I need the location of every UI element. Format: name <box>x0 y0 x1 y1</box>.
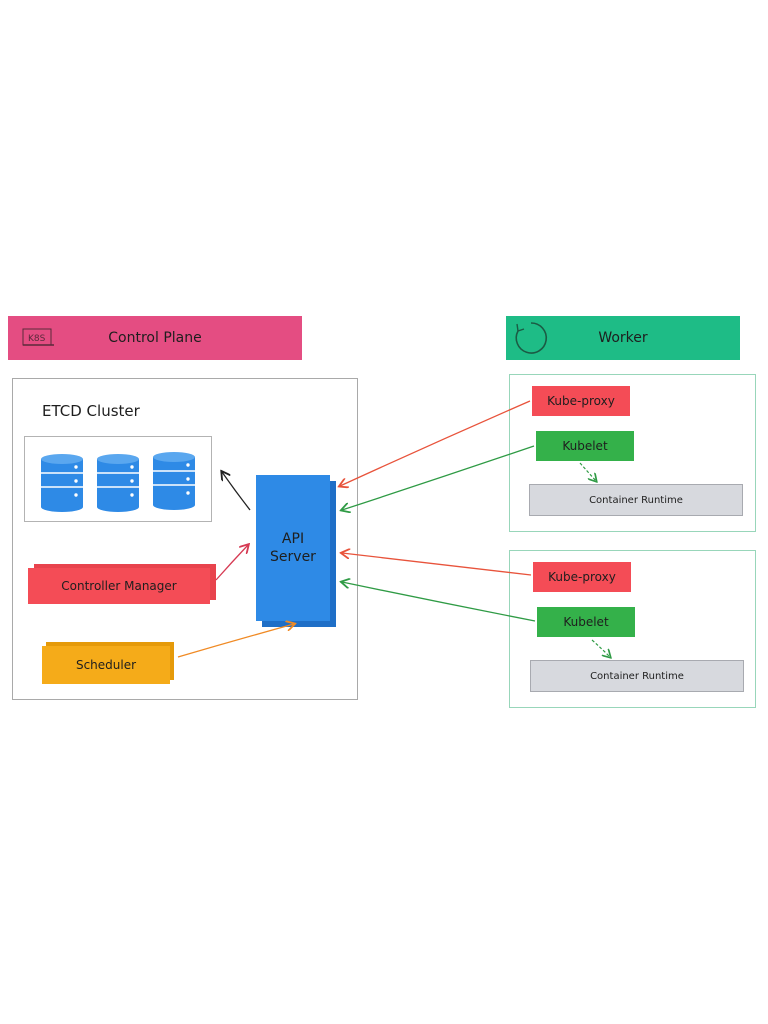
control-plane-title: Control Plane <box>108 330 202 346</box>
container-runtime-1: Container Runtime <box>529 484 743 516</box>
database-icon <box>41 454 83 512</box>
container-runtime-1-label: Container Runtime <box>589 494 683 506</box>
arrow-kubelet-1-to-api <box>342 445 535 510</box>
kube-proxy-2-label: Kube-proxy <box>548 570 616 584</box>
control-plane-banner: K8S Control Plane <box>8 316 302 360</box>
worker-title: Worker <box>598 330 648 346</box>
database-icon <box>153 452 195 510</box>
database-icon <box>97 454 139 512</box>
api-server-label-line1: API <box>281 531 305 547</box>
kube-proxy-1-label: Kube-proxy <box>547 394 615 408</box>
control-plane-icon: K8S <box>22 328 54 346</box>
kubelet-2-label: Kubelet <box>563 615 609 629</box>
controller-manager-label: Controller Manager <box>61 579 177 593</box>
kubelet-1-label: Kubelet <box>562 439 608 453</box>
worker-cycle-icon <box>515 322 548 354</box>
scheduler-label: Scheduler <box>75 658 137 672</box>
kube-proxy-2: Kube-proxy <box>533 562 631 592</box>
kubelet-1: Kubelet <box>536 431 634 461</box>
controller-manager: Controller Manager <box>28 568 210 604</box>
api-server-label-line2: Server <box>270 549 316 565</box>
arrow-kubelet-2-to-runtime <box>591 639 610 657</box>
scheduler: Scheduler <box>42 646 170 684</box>
arrow-controller-to-api <box>215 545 248 581</box>
arrow-api-to-etcd <box>222 472 251 511</box>
kube-proxy-1: Kube-proxy <box>532 386 630 416</box>
worker-banner: Worker <box>506 316 740 360</box>
svg-text:K8S: K8S <box>28 334 46 344</box>
api-server: API Server <box>256 475 330 621</box>
arrow-kube-proxy-2-to-api <box>342 553 532 576</box>
arrow-scheduler-to-api <box>177 624 294 658</box>
etcd-cluster-title: ETCD Cluster <box>42 402 140 420</box>
arrow-kubelet-1-to-runtime <box>579 462 596 481</box>
etcd-cluster-box <box>24 436 212 522</box>
kubelet-2: Kubelet <box>537 607 635 637</box>
arrow-kube-proxy-1-to-api <box>340 400 531 486</box>
container-runtime-2: Container Runtime <box>530 660 744 692</box>
arrow-kubelet-2-to-api <box>342 582 536 622</box>
container-runtime-2-label: Container Runtime <box>590 670 684 682</box>
